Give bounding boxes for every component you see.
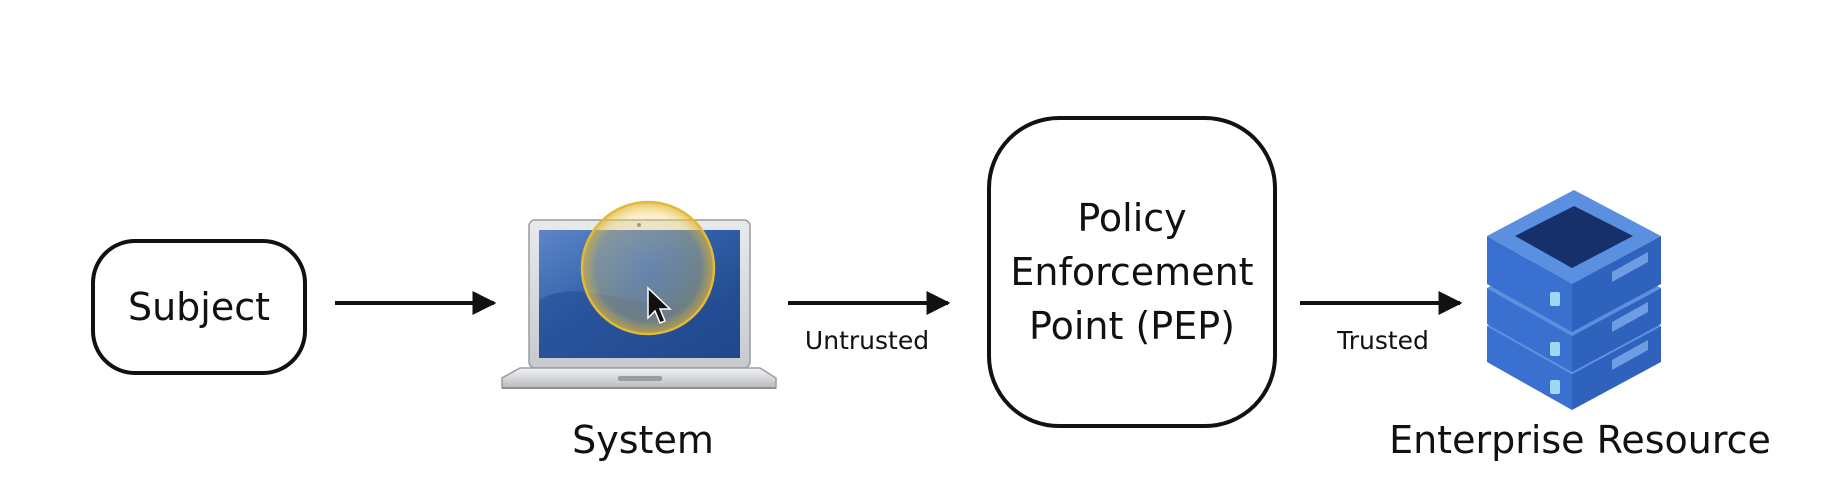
server-stack-icon	[1487, 190, 1661, 410]
pep-label-line-2: Enforcement	[1010, 250, 1254, 294]
subject-node: Subject	[91, 239, 307, 375]
enterprise-resource-caption: Enterprise Resource	[1389, 418, 1771, 462]
trusted-edge-label: Trusted	[1337, 326, 1429, 355]
pep-label-line-1: Policy	[1077, 196, 1187, 240]
subject-label: Subject	[127, 285, 271, 329]
pep-label-line-3: Point (PEP)	[1029, 304, 1235, 348]
mouse-cursor-icon	[647, 286, 672, 324]
click-highlight-icon	[580, 200, 716, 336]
system-caption: System	[572, 418, 714, 462]
untrusted-edge-label: Untrusted	[804, 326, 930, 355]
pep-node: Policy Enforcement Point (PEP)	[987, 116, 1277, 428]
